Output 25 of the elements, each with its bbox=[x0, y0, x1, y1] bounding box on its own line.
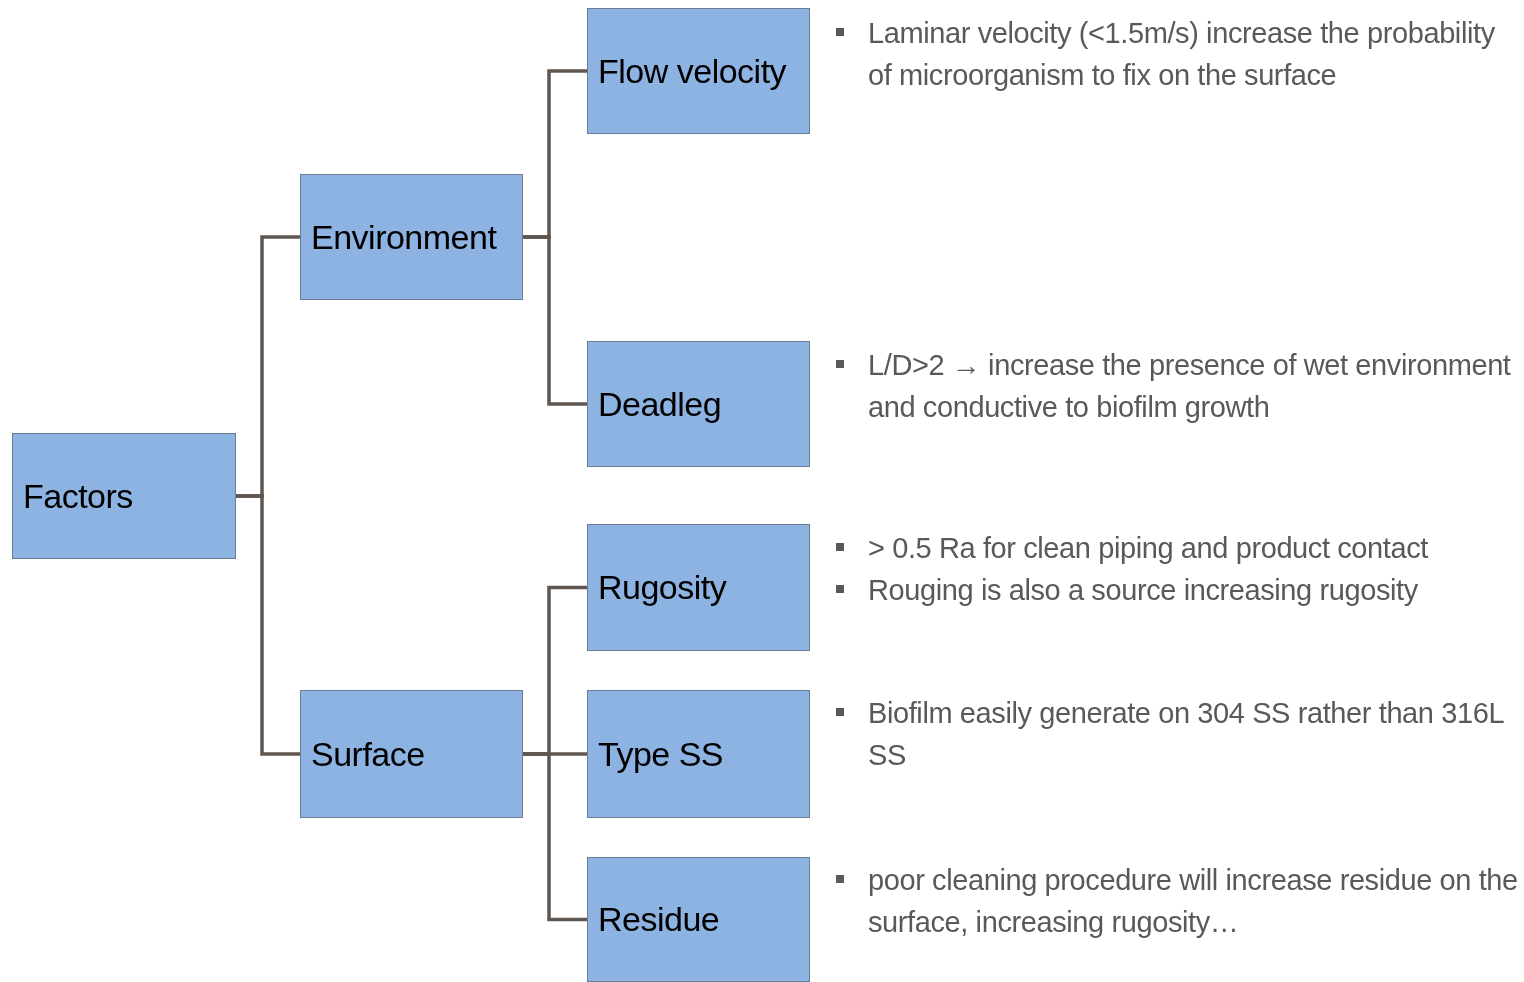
node-label: Deadleg bbox=[598, 384, 722, 424]
node-label: Surface bbox=[311, 734, 425, 774]
category-box bbox=[587, 690, 810, 818]
bullet-text: L/D>2 → increase the presence of wet environment and conductive to biofilm growth bbox=[868, 348, 1512, 425]
category-box bbox=[300, 174, 523, 300]
category-box bbox=[587, 8, 810, 134]
node-label: Residue bbox=[598, 900, 720, 939]
bullet-text: > 0.5 Ra for clean piping and product contact bbox=[868, 531, 1429, 566]
category-box bbox=[587, 857, 810, 982]
bullet-text: Laminar velocity (<1.5m/s) increase the probability of microorganism to fix on the surface bbox=[868, 16, 1496, 93]
bullet-text: poor cleaning procedure will increase residue on the surface, increasing rugosity… bbox=[868, 863, 1519, 940]
node-label: Type SS bbox=[598, 734, 723, 774]
category-box bbox=[587, 341, 810, 467]
category-box bbox=[12, 433, 236, 559]
category-box bbox=[300, 690, 523, 818]
category-box bbox=[587, 524, 810, 651]
bullet-text: Biofilm easily generate on 304 SS rather than 316L SS bbox=[868, 696, 1505, 773]
bullet-text: Rouging is also a source increasing rugosity bbox=[868, 573, 1419, 608]
node-label: Rugosity bbox=[598, 568, 727, 607]
node-label: Environment bbox=[311, 217, 497, 257]
connector-line bbox=[523, 752, 587, 922]
node-label: Flow velocity bbox=[598, 51, 787, 91]
connector-line bbox=[236, 494, 300, 756]
connector-line bbox=[523, 235, 587, 406]
node-label: Factors bbox=[23, 476, 133, 516]
